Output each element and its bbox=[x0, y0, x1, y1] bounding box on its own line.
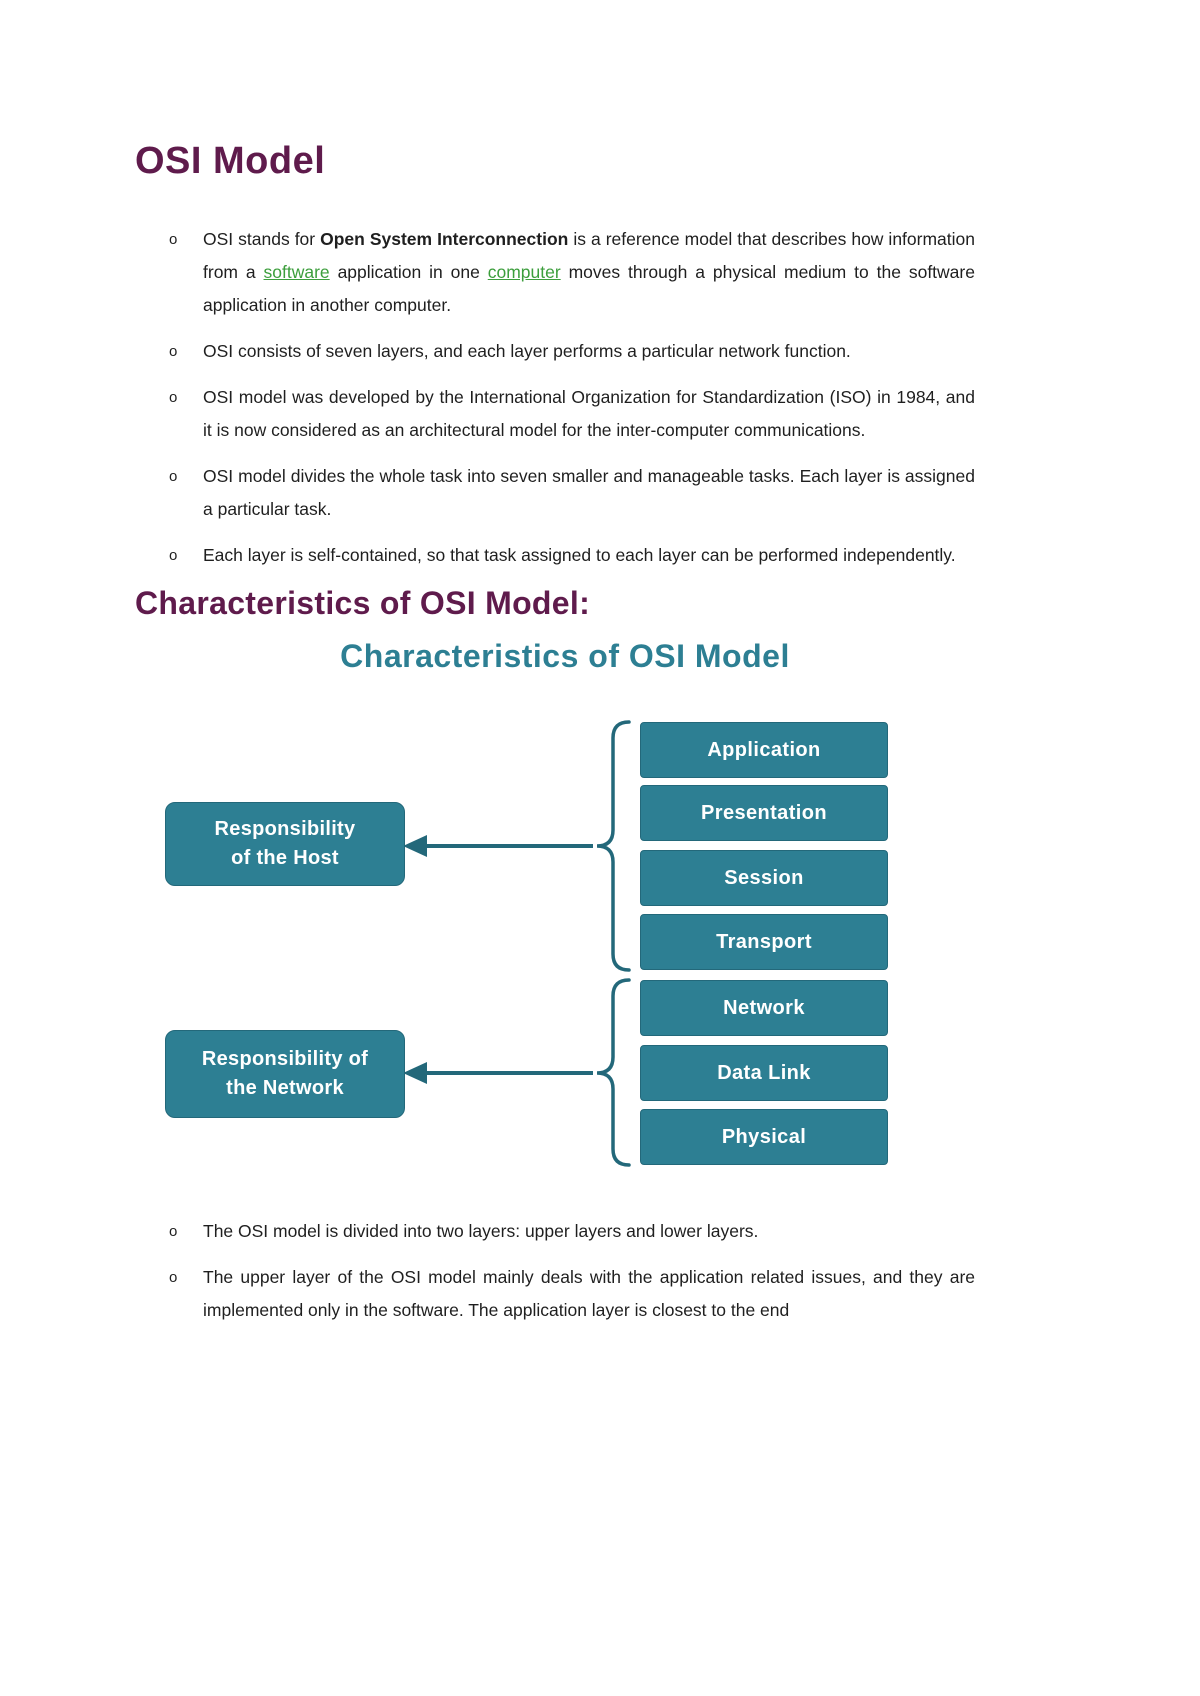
bullet-item: o Each layer is self-contained, so that … bbox=[135, 539, 975, 572]
diagram-title: Characteristics of OSI Model bbox=[340, 638, 790, 674]
bullet-text-segment: OSI stands for bbox=[203, 229, 321, 249]
bullet-item: o OSI model divides the whole task into … bbox=[135, 460, 975, 526]
section-heading: Characteristics of OSI Model: bbox=[135, 585, 591, 621]
bullet-marker: o bbox=[169, 231, 178, 248]
intro-bullet-list: o OSI stands for Open System Interconnec… bbox=[135, 223, 975, 572]
network-responsibility-box: Responsibility of the Network bbox=[165, 1030, 405, 1118]
host-responsibility-box: Responsibility of the Host bbox=[165, 802, 405, 886]
bullet-text: OSI model divides the whole task into se… bbox=[203, 466, 975, 519]
layer-box-transport: Transport bbox=[640, 914, 888, 970]
bullet-item: o OSI stands for Open System Interconnec… bbox=[135, 223, 975, 322]
bottom-bullet-list: o The OSI model is divided into two laye… bbox=[135, 1215, 975, 1327]
osi-diagram: Characteristics of OSI Model Responsibil… bbox=[135, 638, 975, 1167]
bullet-text: The upper layer of the OSI model mainly … bbox=[203, 1267, 975, 1320]
bullet-text: Each layer is self-contained, so that ta… bbox=[203, 545, 956, 565]
host-arrow-head bbox=[403, 835, 427, 857]
bullet-marker: o bbox=[169, 343, 178, 360]
bullet-text: OSI model was developed by the Internati… bbox=[203, 387, 975, 440]
software-link[interactable]: software bbox=[263, 262, 330, 282]
bullet-bold-segment: Open System Interconnection bbox=[320, 229, 569, 249]
lower-brace bbox=[596, 978, 631, 1167]
layer-box-physical: Physical bbox=[640, 1109, 888, 1165]
bullet-text: OSI stands for Open System Interconnecti… bbox=[203, 223, 975, 322]
network-arrow-head bbox=[403, 1062, 427, 1084]
bullet-marker: o bbox=[169, 468, 178, 485]
bullet-marker: o bbox=[169, 389, 178, 406]
layer-box-session: Session bbox=[640, 850, 888, 906]
bullet-marker: o bbox=[169, 1223, 178, 1240]
bullet-item: o OSI consists of seven layers, and each… bbox=[135, 335, 975, 368]
bullet-text-segment: moves through a physical medium to the s… bbox=[203, 262, 975, 315]
bullet-text-segment: application in one bbox=[329, 262, 488, 282]
layer-box-presentation: Presentation bbox=[640, 785, 888, 841]
layer-box-application: Application bbox=[640, 722, 888, 778]
bullet-item: o The OSI model is divided into two laye… bbox=[135, 1215, 975, 1248]
bullet-item: o OSI model was developed by the Interna… bbox=[135, 381, 975, 447]
diagram-canvas: Responsibility of the Host Responsibilit… bbox=[135, 697, 975, 1167]
bullet-text: The OSI model is divided into two layers… bbox=[203, 1221, 759, 1241]
upper-brace bbox=[596, 720, 631, 972]
bullet-marker: o bbox=[169, 547, 178, 564]
computer-link[interactable]: computer bbox=[487, 262, 561, 282]
bullet-item: o The upper layer of the OSI model mainl… bbox=[135, 1261, 975, 1327]
bullet-text-segment: is a reference model that describes how … bbox=[203, 229, 976, 282]
bullet-marker: o bbox=[169, 1269, 178, 1286]
bullet-text: OSI consists of seven layers, and each l… bbox=[203, 341, 851, 361]
layer-box-datalink: Data Link bbox=[640, 1045, 888, 1101]
layer-box-network: Network bbox=[640, 980, 888, 1036]
page-title: OSI Model bbox=[135, 140, 326, 182]
